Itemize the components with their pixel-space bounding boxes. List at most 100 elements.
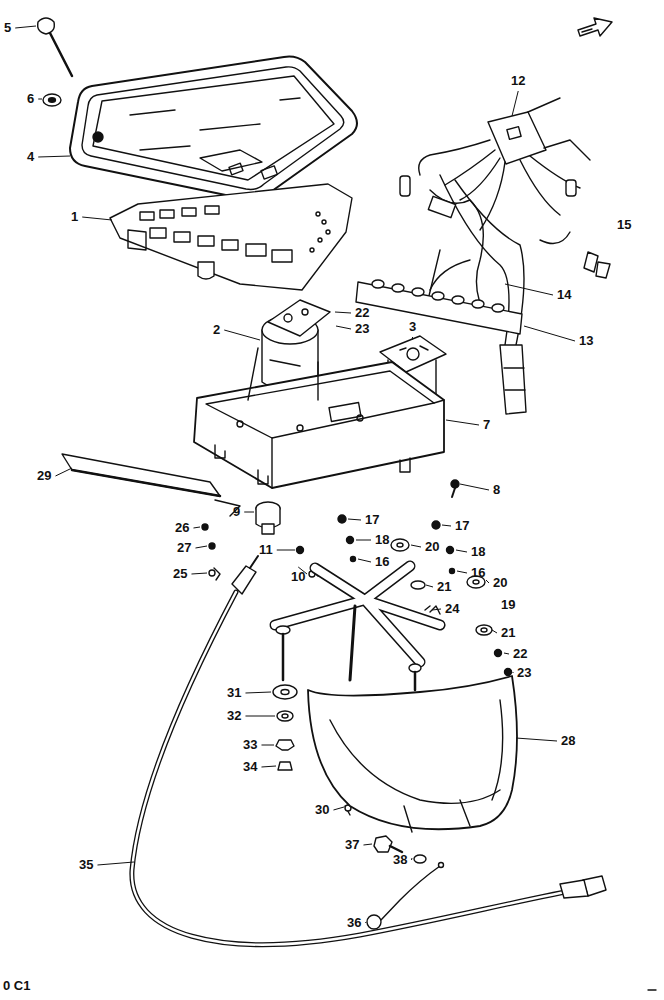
wiring-harness-part [528,98,560,112]
screw-part [451,480,459,488]
callout-number: 36 [346,916,362,930]
callout-number: 20 [492,576,508,590]
washer-stack-part [277,711,293,721]
socket-bar-part [452,296,464,304]
callout-number: 33 [242,738,258,752]
footer-mark-part [648,989,656,990]
bracket-part [275,566,440,662]
washer-stack-part [278,762,292,770]
leader-line [336,326,351,329]
drive-unit [256,502,280,534]
grommets-part [476,625,492,635]
callout-number: 18 [374,533,390,547]
callout-number: 9 [232,505,241,519]
plate [62,454,240,516]
fasteners-part [432,521,440,529]
cable-clamp [367,863,444,930]
callout-number: 10 [290,570,306,584]
indicator-panel-part [205,206,219,214]
footer-mark [648,989,656,990]
meter-housing-part [194,362,444,488]
fasteners-part [209,543,215,549]
leader-line [412,337,414,340]
washer-stack [273,685,297,770]
leader-line [516,738,557,741]
indicator-panel-part [310,248,314,252]
speedometer-cable-part [132,592,586,945]
grommets-part [411,581,425,589]
lower-cover [308,676,517,832]
meter-housing-part [237,421,243,427]
meter-cover-part [229,163,243,175]
meter-housing-part [317,362,318,400]
meter-housing-part [258,470,268,484]
callout-number: 5 [3,21,12,35]
direction-arrow-part [578,18,612,36]
bolt-part [414,672,417,690]
meter-cover-part [200,124,260,130]
screw-part [50,33,72,76]
callout-number: 12 [510,74,526,88]
callout-number: 0 C1 [2,979,31,993]
plate-part [72,470,220,496]
meter-cover-part [70,57,357,200]
callout-number: 6 [26,92,35,106]
leader-line [245,692,271,693]
leader-line [224,330,260,340]
callout-number: 23 [354,322,370,336]
socket-bar-part [472,300,484,308]
speedometer-gauge-part [268,300,330,336]
cable-clamp-part [381,866,440,920]
leader-line [261,766,276,767]
washer-stack-part [276,740,294,750]
nut-part [414,855,426,863]
leader-line [38,99,42,100]
wiring-harness-part [507,127,521,140]
washer-part [43,94,61,106]
indicator-panel-part [322,220,326,224]
lower-cover-part [404,806,412,832]
grommets-part [391,539,409,551]
leader-line [97,862,134,865]
leader-line [193,527,200,528]
tachometer-gauge-part [420,346,428,350]
leader-line [426,585,433,587]
socket-bar-part [492,304,504,312]
meter-cover [70,57,357,200]
bracket-part [430,606,440,614]
fasteners-part [297,547,304,554]
leader-line [460,484,489,490]
fasteners-part [351,557,356,562]
wiring-harness [400,98,610,414]
nut-part [374,836,392,852]
wiring-harness-part [460,158,500,200]
callout-number: 24 [444,602,460,616]
indicator-panel-part [160,210,174,218]
leader-line [442,525,451,526]
socket-bar [356,280,522,334]
callout-number: 4 [26,150,35,164]
callout-number: 16 [374,555,390,569]
indicator-panel-part [272,250,292,262]
indicator-panel-part [198,262,214,279]
socket-bar-part [392,284,404,292]
leader-line [486,580,489,583]
wiring-harness-part [500,345,526,414]
leader-line [504,653,509,654]
callout-number: 7 [482,418,491,432]
callout-number: 38 [392,853,408,867]
callout-number: 11 [258,543,274,557]
lower-cover-part [330,720,500,803]
indicator-panel-part [110,184,352,290]
wiring-harness-part [400,176,410,196]
leader-line [55,468,72,476]
wiring-harness-part [540,232,570,244]
socket-bar-part [356,282,522,334]
callout-number: 3 [408,320,417,334]
speedometer-gauge-part [270,360,300,366]
leader-line [15,26,36,28]
leader-line [524,326,575,341]
callout-number: 21 [436,580,452,594]
